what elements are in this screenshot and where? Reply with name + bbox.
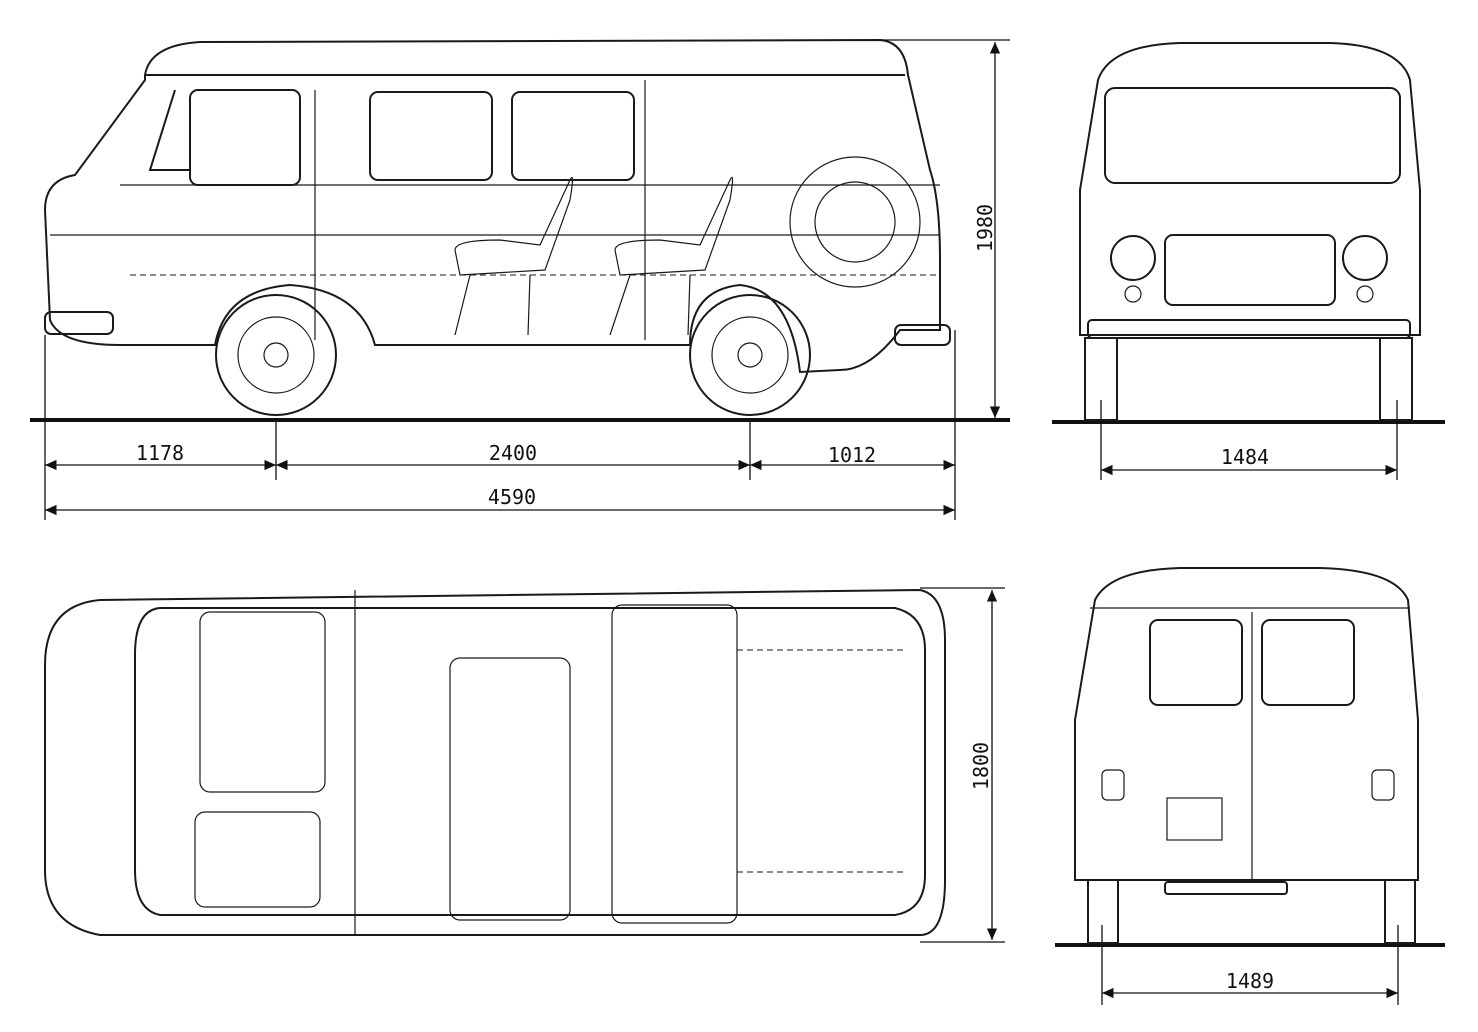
front-body <box>1079 42 1421 336</box>
left-headlight <box>1110 235 1156 281</box>
dim-width: 1800 <box>969 742 993 790</box>
side-body <box>43 38 941 374</box>
front-bumper-front <box>1087 319 1411 339</box>
rear-wheel <box>689 294 811 416</box>
floor-hidden <box>130 274 940 346</box>
front-wheel <box>215 294 337 416</box>
left-tire-rear <box>1087 879 1119 944</box>
middle-bench <box>449 657 571 921</box>
front-bumper <box>44 311 114 335</box>
spare-wheel-outer <box>789 156 921 288</box>
seat-2 <box>609 176 734 336</box>
dim-height: 1980 <box>973 204 997 252</box>
rear-window-right <box>1261 619 1355 706</box>
windscreen-front <box>1104 87 1401 184</box>
side-window-2 <box>511 91 635 181</box>
rear-bumper-rear <box>1164 881 1288 895</box>
side-view: 1178 2400 1012 4590 1980 <box>30 38 1010 520</box>
dim-rear-overhang: 1012 <box>828 443 876 467</box>
side-window-1 <box>369 91 493 181</box>
driver-seat <box>199 611 326 793</box>
license-plate <box>1166 797 1223 841</box>
right-headlight <box>1342 235 1388 281</box>
grille <box>1164 234 1336 306</box>
top-view: 1800 <box>44 587 1005 943</box>
passenger-seat <box>194 811 321 908</box>
right-tire-front <box>1379 337 1413 421</box>
dim-wheelbase: 2400 <box>489 441 537 465</box>
rear-view: 1489 <box>1055 567 1445 1005</box>
dim-overall-length: 4590 <box>488 485 536 509</box>
rear-bench <box>611 604 738 924</box>
front-view: 1484 <box>1052 42 1445 480</box>
rear-window-left <box>1149 619 1243 706</box>
panel-lines <box>50 80 940 340</box>
right-tire-rear <box>1384 879 1416 944</box>
windscreen <box>148 89 190 171</box>
rear-body <box>1074 567 1419 881</box>
spare-wheel-inner <box>814 181 896 263</box>
dim-front-overhang: 1178 <box>136 441 184 465</box>
door-window <box>189 89 301 186</box>
dim-front-track: 1484 <box>1221 445 1269 469</box>
seat-1 <box>454 176 574 336</box>
rear-bumper <box>894 324 951 346</box>
dim-rear-track: 1489 <box>1226 969 1274 993</box>
top-body <box>44 588 946 936</box>
roof-outline <box>134 607 926 916</box>
